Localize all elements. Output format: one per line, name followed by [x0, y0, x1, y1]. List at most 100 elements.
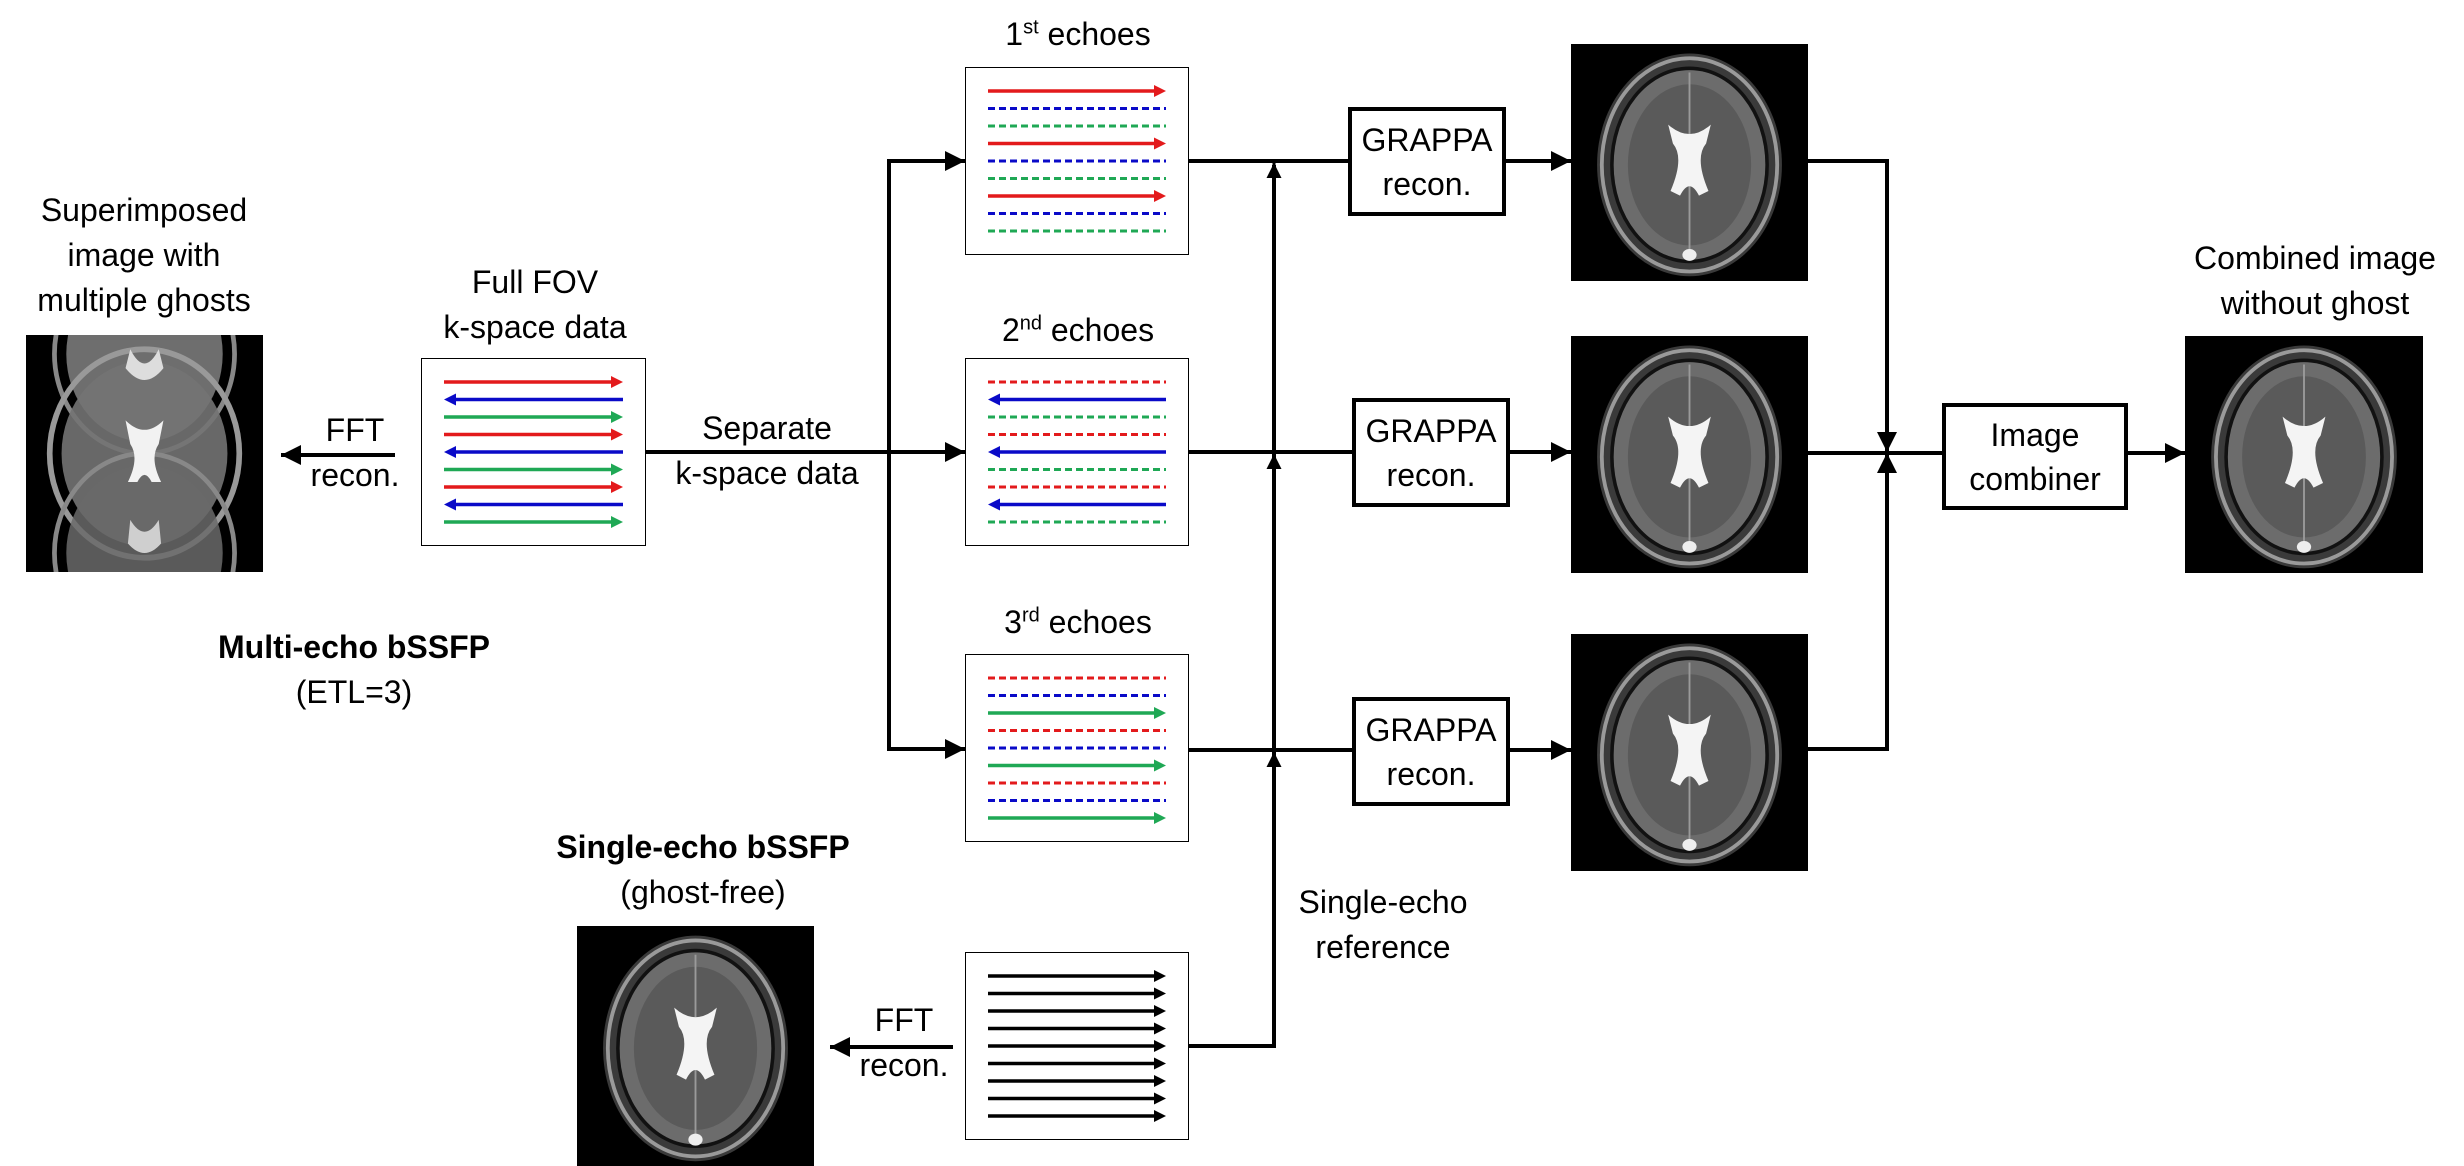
grappa-text: GRAPPA — [1361, 121, 1493, 158]
kspace-line-sampled — [988, 1005, 1166, 1017]
kspace-lines — [988, 380, 1166, 524]
single-echo-subtitle: (ghost-free) — [620, 874, 786, 910]
arrowhead-icon — [1154, 1040, 1166, 1052]
kspace-line-sampled — [988, 707, 1166, 719]
single-echo-kspace-box — [965, 952, 1189, 1140]
arrowhead-icon — [1154, 1110, 1166, 1122]
echo3-label: 3rd echoes — [1004, 600, 1152, 645]
arrowhead-icon — [611, 463, 623, 476]
echo-text: echoes — [1041, 312, 1155, 348]
kspace-line-sampled — [444, 446, 623, 458]
caption-line: multiple ghosts — [37, 282, 251, 318]
grappa-text: GRAPPA — [1365, 711, 1497, 748]
arrowhead-icon — [988, 498, 1000, 511]
full-fov-caption: Full FOV k-space data — [443, 260, 626, 350]
caption-line: image with — [67, 237, 221, 273]
kspace-line-sampled — [988, 759, 1166, 772]
reference-line — [1189, 165, 1276, 1048]
kspace-line-sampled — [988, 1022, 1166, 1035]
arrowhead-icon — [611, 481, 623, 493]
kspace-line-sampled — [988, 1057, 1166, 1070]
caption-line: Separate — [702, 410, 832, 446]
single-echo-reference-label: Single-echo reference — [1299, 880, 1468, 970]
merge-top — [1807, 159, 1889, 440]
caption-line: Combined image — [2194, 240, 2436, 276]
caption-line: reference — [1315, 929, 1451, 965]
kspace-line-sampled — [988, 970, 1166, 982]
image-combiner-box: Image combiner — [1942, 403, 2128, 510]
arrowhead-icon — [1154, 1022, 1166, 1035]
kspace-line-sampled — [988, 137, 1166, 150]
arrowhead-icon — [1154, 1092, 1166, 1105]
kspace-line-sampled — [444, 411, 623, 423]
arrowhead-icon — [1154, 190, 1166, 202]
multi-echo-title: Multi-echo bSSFP — [218, 629, 490, 665]
separate-kspace-label: Separate k-space data — [675, 406, 858, 496]
grappa-recon-box-3: GRAPPA recon. — [1352, 697, 1510, 806]
recon-text: recon. — [859, 1047, 949, 1083]
arrowhead-icon — [1154, 707, 1166, 719]
kspace-line-sampled — [988, 987, 1166, 1000]
kspace-line-sampled — [444, 428, 623, 441]
kspace-line-sampled — [988, 812, 1166, 824]
full-fov-kspace-box — [421, 358, 646, 546]
combined-image-caption: Combined image without ghost — [2194, 236, 2436, 326]
fft-text: FFT — [874, 1002, 934, 1038]
fft-text: FFT — [325, 412, 385, 448]
echo3-kspace-box — [965, 654, 1189, 842]
kspace-line-sampled — [988, 1092, 1166, 1105]
kspace-line-sampled — [988, 446, 1166, 458]
kspace-lines — [444, 376, 623, 528]
kspace-line-sampled — [444, 516, 623, 528]
arrowhead-icon — [611, 428, 623, 441]
image-text: Image — [1990, 416, 2080, 453]
kspace-line-sampled — [444, 498, 623, 511]
echo1-recon-image — [1571, 44, 1808, 281]
brain-mri-graphic — [1597, 643, 1782, 867]
kspace-lines — [988, 85, 1166, 233]
brain-mri-graphic — [2211, 345, 2397, 569]
brain-mri-graphic — [1597, 53, 1782, 277]
recon-text: recon. — [310, 457, 400, 493]
arrowhead-icon — [1154, 1005, 1166, 1017]
echo-text: echoes — [1039, 604, 1152, 640]
echo-ordinal: nd — [1019, 312, 1042, 335]
echo2-label: 2nd echoes — [1002, 308, 1154, 353]
echo2-recon-image — [1571, 336, 1808, 573]
arrowhead-icon — [444, 498, 456, 511]
combiner-text: combiner — [1969, 460, 2101, 497]
caption-line: k-space data — [675, 455, 859, 491]
kspace-line-sampled — [988, 498, 1166, 511]
echo-number: 1 — [1005, 16, 1024, 52]
kspace-line-sampled — [988, 1040, 1166, 1052]
echo-text: echoes — [1038, 16, 1151, 52]
arrowhead-icon — [611, 376, 623, 388]
echo-number: 3 — [1004, 604, 1022, 640]
arrowhead-icon — [1154, 1075, 1166, 1087]
arrowhead-icon — [988, 393, 1000, 406]
ghost-image-caption: Superimposed image with multiple ghosts — [37, 188, 250, 323]
grappa-recon-box-1: GRAPPA recon. — [1348, 107, 1506, 216]
brain-mri-graphic — [1597, 345, 1782, 569]
grappa-text: GRAPPA — [1365, 412, 1497, 449]
echo-ordinal: st — [1023, 16, 1039, 39]
kspace-line-sampled — [444, 463, 623, 476]
caption-line: k-space data — [443, 309, 627, 345]
echo3-recon-image — [1571, 634, 1808, 871]
arrowhead-icon — [611, 516, 623, 528]
single-echo-image — [577, 926, 814, 1166]
kspace-line-sampled — [988, 190, 1166, 202]
kspace-line-sampled — [444, 481, 623, 493]
arrowhead-icon — [444, 393, 456, 406]
ghost-brain-graphic — [46, 335, 243, 572]
arrowhead-icon — [1154, 987, 1166, 1000]
echo-number: 2 — [1001, 312, 1020, 348]
fft-recon-label-single: FFT recon. — [860, 998, 949, 1088]
grappa-recon-box-2: GRAPPA recon. — [1352, 398, 1510, 507]
arrowhead-icon — [1154, 1057, 1166, 1070]
caption-line: Superimposed — [40, 192, 248, 228]
brain-mri-graphic — [603, 935, 788, 1162]
ghost-mri-image — [26, 335, 263, 572]
echo1-label: 1st echoes — [1005, 12, 1150, 57]
